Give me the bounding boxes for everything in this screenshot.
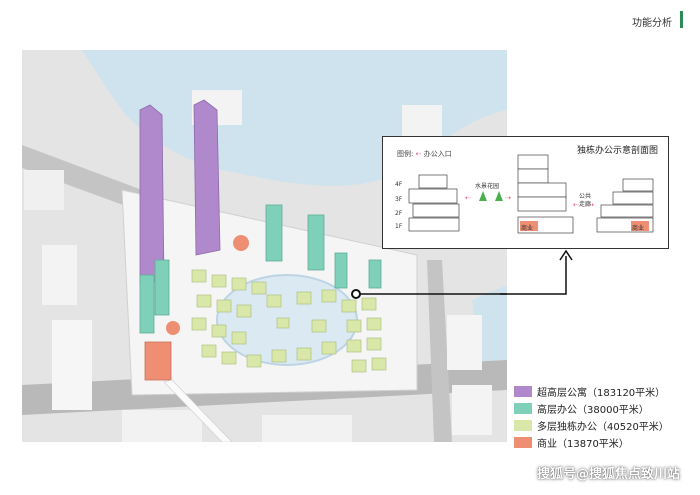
- office-tower-5: [334, 252, 348, 289]
- legend-swatch: [514, 403, 532, 414]
- road-east: [427, 260, 452, 442]
- floor-label-3f: 3F: [395, 196, 403, 203]
- callout-marker: [351, 289, 361, 299]
- legend-swatch: [514, 420, 532, 431]
- section-drawing: ⇠ ⇢ ⇠ ⇢: [408, 154, 654, 234]
- road-diagonal: [22, 145, 142, 210]
- legend-label: 多层独栋办公（40520平米）: [537, 422, 669, 433]
- section-diagram: 独栋办公示意剖面图 图例: ⇠ 办公入口 ⇠ ⇢ ⇠ ⇢ 4F 3F 2F 1F: [382, 136, 669, 249]
- office-tower-4: [307, 214, 325, 271]
- corridor-label: 公共走廊: [579, 193, 592, 208]
- section-legend-label: 图例: ⇠ 办公入口: [397, 150, 452, 158]
- header-title: 功能分析: [632, 18, 672, 29]
- floor-label-4f: 4F: [395, 181, 403, 188]
- legend-label: 超高层公寓（183120平米）: [537, 388, 666, 399]
- shop-label-1: 商业: [521, 225, 534, 232]
- legend-label: 高层办公（38000平米）: [537, 405, 649, 416]
- header-accent-bar: [680, 11, 683, 28]
- function-legend: 超高层公寓（183120平米） 高层办公（38000平米） 多层独栋办公（405…: [514, 383, 669, 451]
- legend-item-high-rise-office: 高层办公（38000平米）: [514, 400, 669, 417]
- legend-label: 商业（13870平米）: [537, 439, 629, 450]
- low-rise-office-cluster: [191, 269, 387, 373]
- legend-item-commercial: 商业（13870平米）: [514, 434, 669, 451]
- shop-label-2: 商业: [632, 225, 645, 232]
- floor-label-1f: 1F: [395, 223, 403, 230]
- watermark: 搜狐号@搜狐焦点致川站: [536, 467, 680, 482]
- callout-arrow: [500, 249, 573, 295]
- office-tower-1: [139, 274, 155, 334]
- legend-swatch: [514, 386, 532, 397]
- svg-text:⇢: ⇢: [505, 194, 511, 202]
- block-south-1: [122, 410, 202, 442]
- office-tower-6: [368, 259, 382, 289]
- legend-item-apartment: 超高层公寓（183120平米）: [514, 383, 669, 400]
- office-tower-2: [154, 259, 170, 316]
- block-west-3: [52, 320, 92, 410]
- commercial-dome-1: [233, 235, 249, 251]
- legend-item-low-rise-office: 多层独栋办公（40520平米）: [514, 417, 669, 434]
- legend-swatch: [514, 437, 532, 448]
- block-west-1: [24, 170, 64, 210]
- block-east-1: [447, 315, 482, 370]
- apartment-tower-1: [139, 104, 165, 286]
- callout-line: [360, 293, 507, 295]
- svg-text:⇠: ⇠: [465, 194, 471, 202]
- garden-label: 水景花园: [475, 183, 500, 190]
- svg-text:⇢: ⇢: [588, 201, 594, 209]
- svg-text:⇠: ⇠: [573, 201, 579, 209]
- block-west-2: [42, 245, 77, 305]
- section-diagram-title: 独栋办公示意剖面图: [576, 146, 658, 156]
- commercial-building: [144, 341, 172, 381]
- pedestrian-bridge: [163, 379, 233, 442]
- commercial-dome-2: [166, 321, 180, 335]
- office-tower-3: [265, 204, 283, 262]
- block-south-2: [262, 415, 352, 442]
- apartment-tower-2: [193, 99, 221, 256]
- block-east-2: [452, 385, 492, 435]
- floor-label-2f: 2F: [395, 210, 403, 217]
